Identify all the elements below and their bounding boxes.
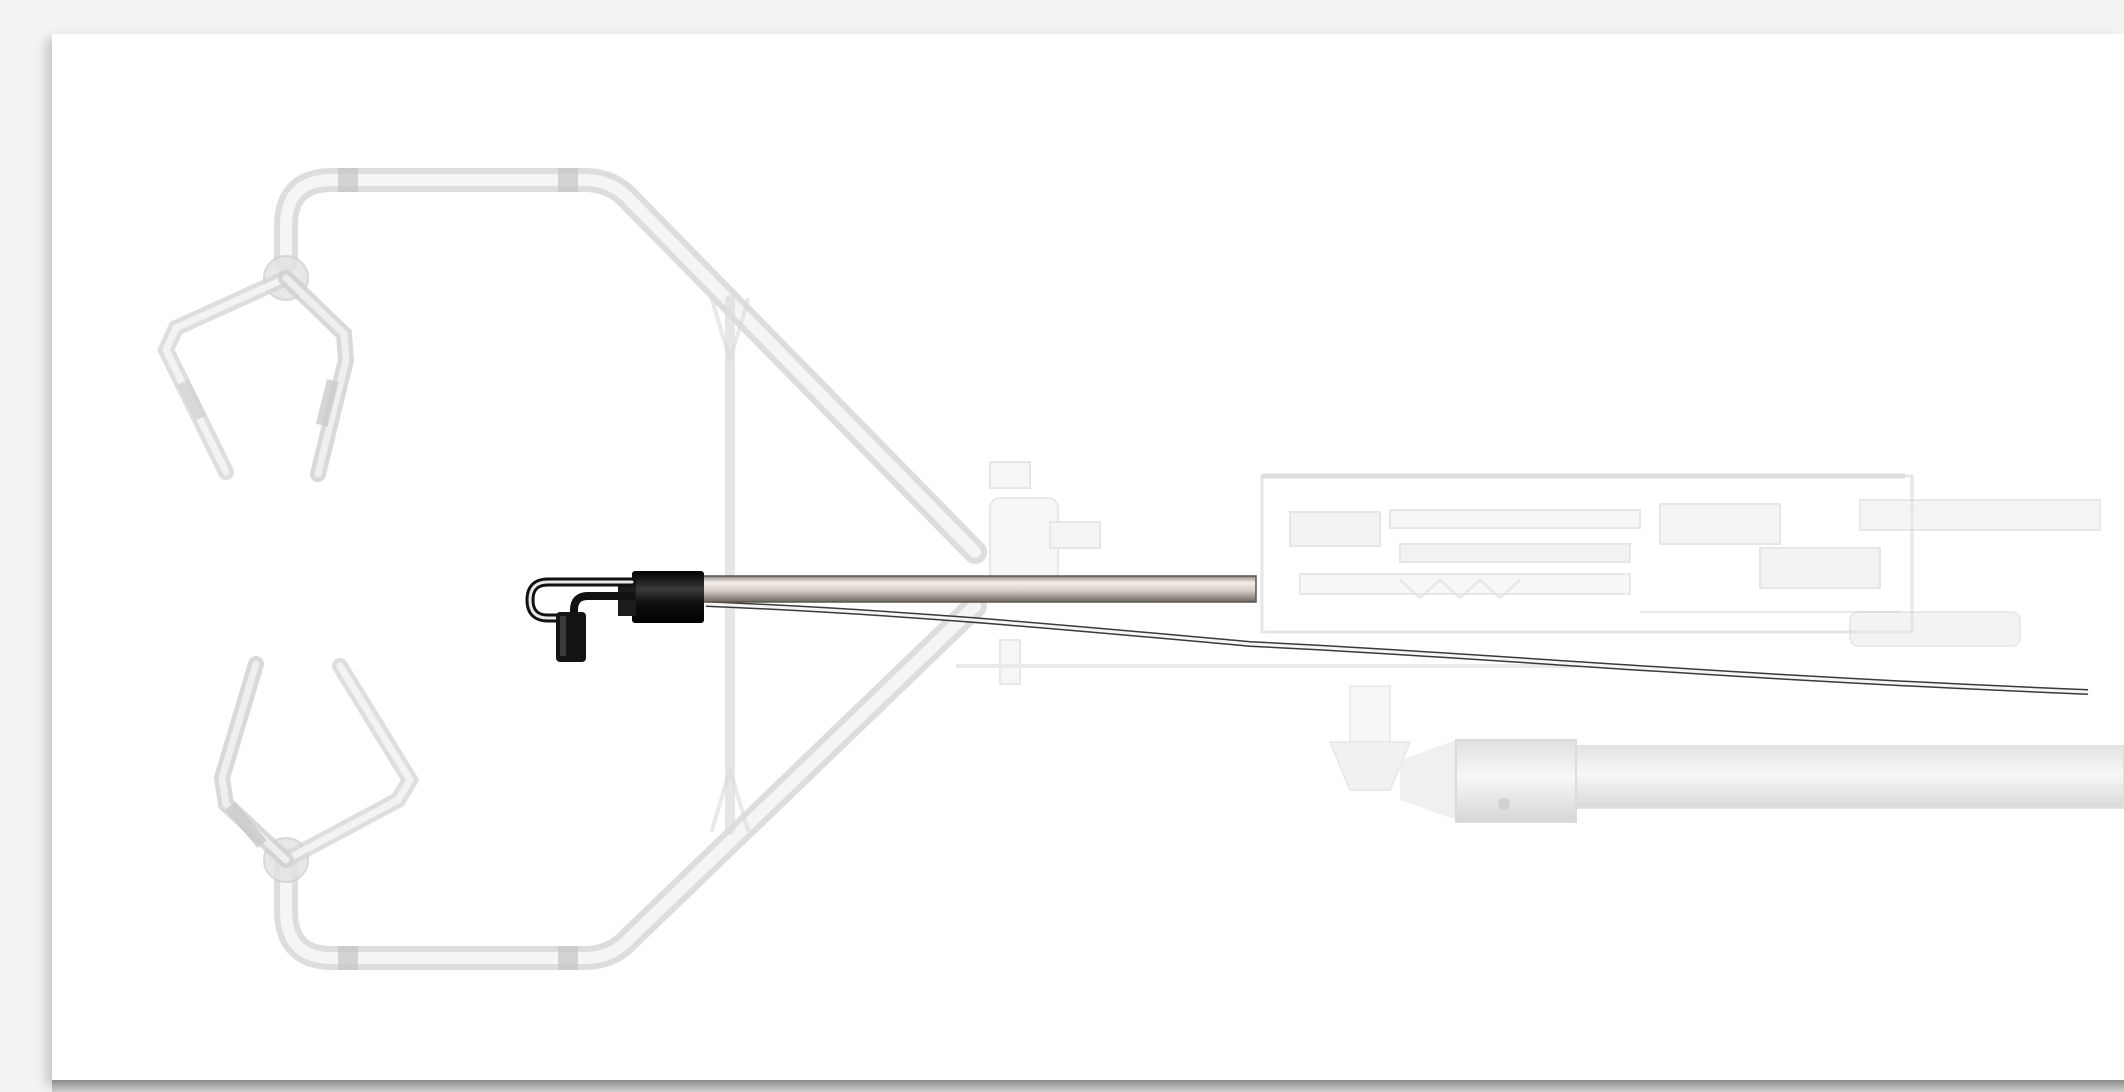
inlet-collar	[632, 571, 704, 623]
lower-transducer-arms	[213, 656, 420, 883]
upper-transducer-arms	[157, 255, 355, 482]
frame-top-pipe	[274, 168, 987, 564]
frame-bottom-pipe	[274, 594, 987, 970]
inlet-tube	[699, 575, 1257, 603]
anemometer-frame	[274, 168, 987, 970]
panel-shadow	[52, 1080, 2124, 1092]
intake-tube-assembly	[525, 571, 2089, 695]
electronics-housing	[1260, 473, 1914, 634]
connectors	[1328, 499, 2101, 791]
mounting-boom	[1400, 739, 2124, 823]
mount-block	[956, 461, 1580, 685]
